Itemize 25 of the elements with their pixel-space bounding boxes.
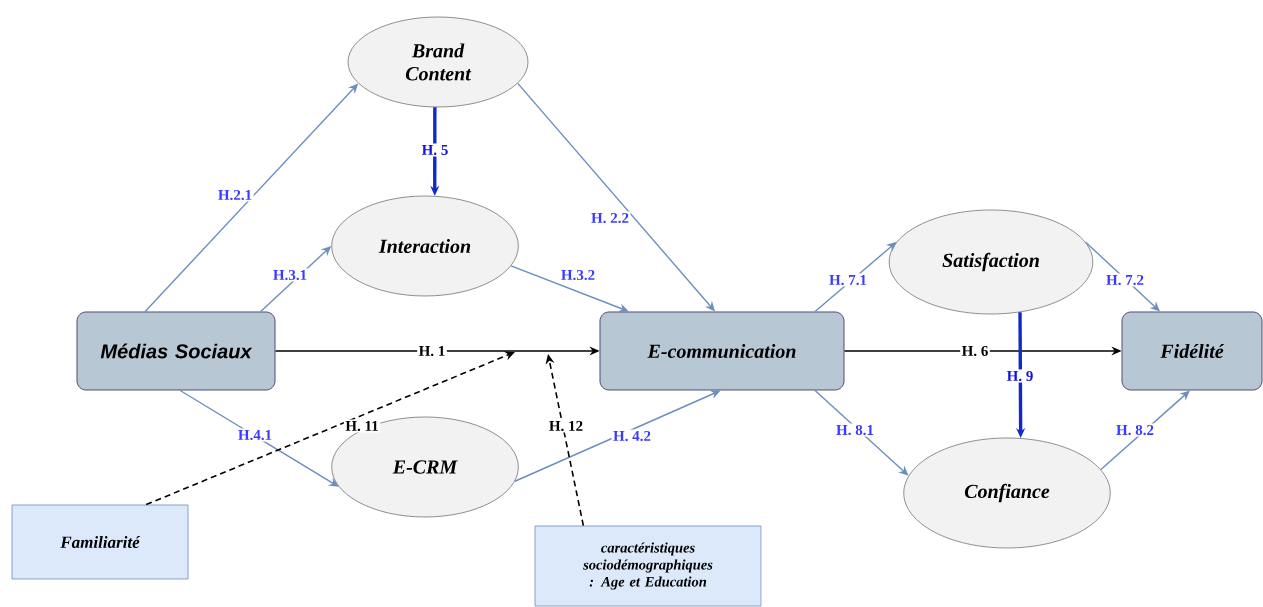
- edge-label: H. 12: [547, 419, 585, 433]
- moderator-box: Familiarité: [11, 504, 189, 580]
- variable-box: Médias Sociaux: [76, 311, 276, 391]
- edge-label: H.4.1: [236, 428, 274, 442]
- edge-label: H. 7.1: [827, 273, 869, 287]
- edge-label: H. 4.2: [611, 429, 653, 443]
- edge-label: H. 7.2: [1104, 273, 1146, 287]
- arrow: [814, 389, 909, 476]
- moderator-box: caractéristiques sociodémographiques : Age et Education: [534, 525, 762, 607]
- edge-label: H.3.1: [271, 268, 309, 282]
- arrow: [1100, 390, 1190, 471]
- edge-label: H.3.2: [559, 268, 597, 282]
- edge-label: H. 11: [343, 419, 381, 433]
- variable-box: Fidélité: [1121, 311, 1263, 391]
- edge-label: H.2.1: [216, 188, 254, 202]
- edge-label: H. 8.2: [1114, 423, 1156, 437]
- edge-label: H. 6: [960, 344, 990, 358]
- arrow: [179, 389, 339, 487]
- edge-label: H. 2.2: [589, 211, 631, 225]
- edge-label: H. 5: [420, 143, 450, 157]
- edge-label: H. 1: [417, 344, 447, 358]
- variable-box: E-communication: [599, 311, 845, 391]
- edge-label: H. 9: [1005, 369, 1035, 383]
- arrow: [1084, 241, 1160, 312]
- edge-label: H. 8.1: [834, 423, 876, 437]
